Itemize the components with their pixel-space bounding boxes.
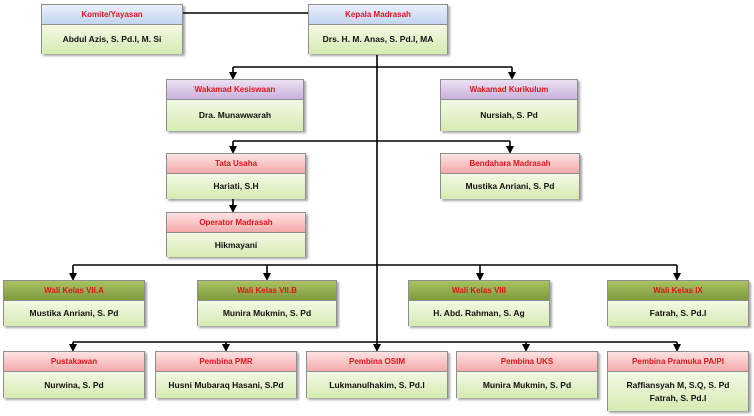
bendahara-madrasah-name: Mustika Anriani, S. Pd [465,181,555,191]
pustakawan-box: Pustakawan Nurwina, S. Pd [3,351,145,398]
wali-kelas-7a-name: Mustika Anriani, S. Pd [29,308,119,318]
wali-kelas-9-name: Fatrah, S. Pd.I [649,308,707,318]
operator-madrasah-box: Operator Madrasah Hikmayani [166,212,306,257]
pembina-pmr-box: Pembina PMR Husni Mubaraq Hasani, S.Pd [155,351,297,398]
wali-kelas-8-title: Wali Kelas VIII [409,281,549,301]
kepala-madrasah-box: Kepala Madrasah Drs. H. M. Anas, S. Pd.I… [308,4,448,54]
pembina-osim-box: Pembina OSIM Lukmanulhakim, S. Pd.I [306,351,448,398]
operator-madrasah-title: Operator Madrasah [167,213,305,233]
pembina-osim-name: Lukmanulhakim, S. Pd.I [329,379,425,390]
pembina-osim-title: Pembina OSIM [307,352,447,372]
wakamad-kurikulum-name: Nursiah, S. Pd [480,110,538,120]
wali-kelas-7b-name: Munira Mukmin, S. Pd [222,308,312,318]
tata-usaha-name: Hariati, S.H [213,181,259,191]
pustakawan-name: Nurwina, S. Pd [44,379,104,390]
pembina-uks-name: Munira Mukmin, S. Pd [482,379,572,390]
kepala-madrasah-title: Kepala Madrasah [309,5,447,25]
komite-yayasan-box: Komite/Yayasan Abdul Azis, S. Pd.I, M. S… [41,4,183,54]
wali-kelas-7a-box: Wali Kelas VII.A Mustika Anriani, S. Pd [3,280,145,326]
wakamad-kesiswaan-name: Dra. Munawwarah [198,110,272,120]
pembina-pramuka-name-2: Fatrah, S. Pd.I [649,392,707,403]
tata-usaha-box: Tata Usaha Hariati, S.H [166,153,306,199]
wakamad-kurikulum-title: Wakamad Kurikulum [441,80,577,100]
bendahara-madrasah-title: Bendahara Madrasah [441,154,579,174]
bendahara-madrasah-box: Bendahara Madrasah Mustika Anriani, S. P… [440,153,580,199]
wali-kelas-8-box: Wali Kelas VIII H. Abd. Rahman, S. Ag [408,280,550,326]
komite-yayasan-name: Abdul Azis, S. Pd.I, M. Si [62,34,162,44]
wali-kelas-7a-title: Wali Kelas VII.A [4,281,144,301]
pembina-pramuka-title: Pembina Pramuka PA/PI [608,352,748,372]
tata-usaha-title: Tata Usaha [167,154,305,174]
wakamad-kesiswaan-title: Wakamad Kesiswaan [167,80,303,100]
wali-kelas-9-title: Wali Kelas IX [608,281,748,301]
operator-madrasah-name: Hikmayani [214,239,258,250]
pembina-uks-title: Pembina UKS [457,352,597,372]
kepala-madrasah-name: Drs. H. M. Anas, S. Pd.I, MA [322,34,434,44]
pembina-uks-box: Pembina UKS Munira Mukmin, S. Pd [456,351,598,398]
pustakawan-title: Pustakawan [4,352,144,372]
pembina-pramuka-box: Pembina Pramuka PA/PI Raffiansyah M, S.Q… [607,351,749,411]
pembina-pramuka-name-1: Raffiansyah M, S.Q, S. Pd [626,379,730,390]
pembina-pmr-title: Pembina PMR [156,352,296,372]
wali-kelas-9-box: Wali Kelas IX Fatrah, S. Pd.I [607,280,749,326]
wali-kelas-8-name: H. Abd. Rahman, S. Ag [433,308,525,318]
wali-kelas-7b-box: Wali Kelas VII.B Munira Mukmin, S. Pd [197,280,337,326]
wakamad-kurikulum-box: Wakamad Kurikulum Nursiah, S. Pd [440,79,578,131]
komite-yayasan-title: Komite/Yayasan [42,5,182,25]
wakamad-kesiswaan-box: Wakamad Kesiswaan Dra. Munawwarah [166,79,304,131]
pembina-pmr-name: Husni Mubaraq Hasani, S.Pd [168,379,284,390]
wali-kelas-7b-title: Wali Kelas VII.B [198,281,336,301]
